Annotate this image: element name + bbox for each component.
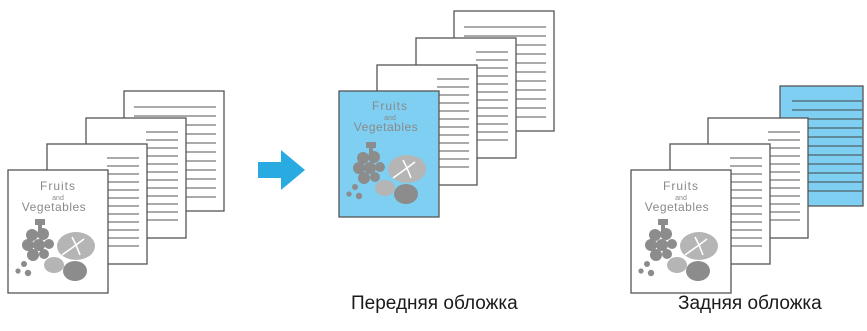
cover-title-2: and <box>384 115 396 122</box>
front-cover-result-stack: Fruits and Vegetables <box>338 10 555 218</box>
cover-title-1: Fruits <box>40 179 76 193</box>
back-cover-result-stack: Fruits and Vegetables <box>630 85 864 294</box>
cover-title-1: Fruits <box>372 99 408 113</box>
back-cover-caption: Задняя обложка <box>678 293 822 314</box>
right-arrow-icon <box>258 150 305 190</box>
front-cover-page: Fruits and Vegetables <box>7 169 109 294</box>
cover-title-3: Vegetables <box>354 120 418 134</box>
front-cover-page: Fruits and Vegetables <box>630 169 732 294</box>
blue-front-cover-page: Fruits and Vegetables <box>338 90 440 218</box>
cover-title-3: Vegetables <box>645 200 709 214</box>
front-cover-caption: Передняя обложка <box>351 293 518 314</box>
original-document-stack: Fruits and Vegetables <box>7 90 225 294</box>
cover-title-2: and <box>675 195 687 202</box>
cover-title-3: Vegetables <box>22 200 86 214</box>
cover-title-2: and <box>52 195 64 202</box>
cover-title-1: Fruits <box>663 179 699 193</box>
